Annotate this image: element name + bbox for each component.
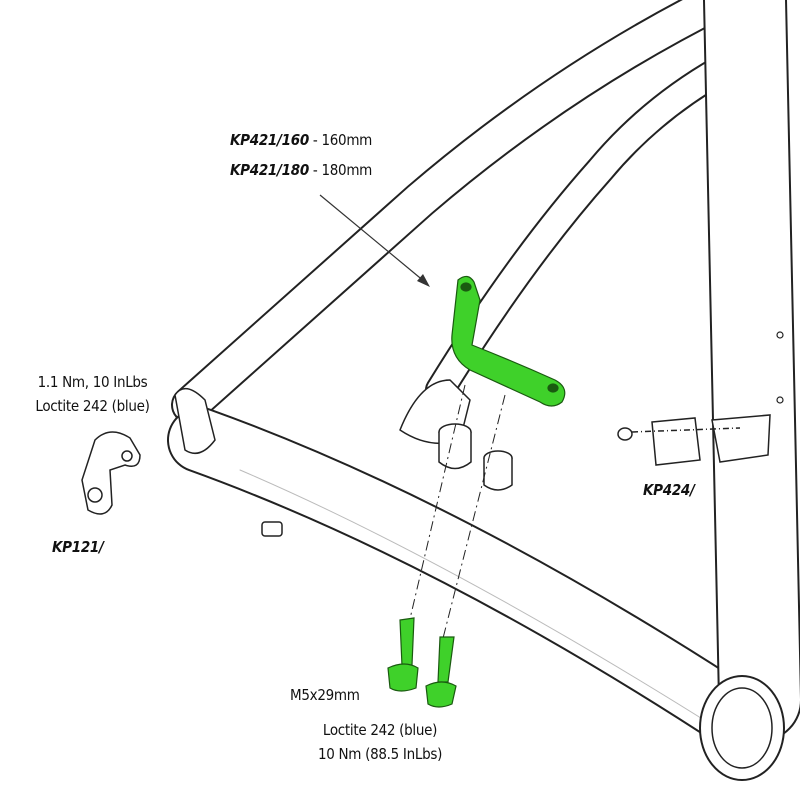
part-code-180: KP421/180 [230,161,309,179]
bolt-hole [776,396,784,404]
rear-dropout [174,387,216,455]
seat-stay-lower [425,55,735,405]
cover-parts [617,414,771,466]
derailleur-hanger [81,431,141,515]
bolt-torque: 10 Nm (88.5 InLbs) [317,745,443,763]
callout-arrow [319,194,430,287]
seat-tube [703,0,800,742]
bolt-size: M5x29mm [290,686,360,704]
part-code-160: KP421/160 [230,131,309,149]
hanger-part-code: KP121/ [52,538,104,556]
size-180: - 180mm [308,161,373,179]
chainstay [167,407,773,753]
assembly-axes [404,384,506,651]
brake-mount-bosses [399,379,513,491]
hanger-hole [121,450,133,462]
brake-adapter-bracket [451,275,566,407]
bottom-bracket-shell [699,675,785,781]
cable-guide [261,521,283,537]
size-160: - 160mm [308,131,373,149]
hanger-torque: 1.1 Nm, 10 InLbs [37,373,148,391]
bolt-loctite: Loctite 242 (blue) [322,721,438,739]
hanger-hole [87,487,103,503]
bracket-callout-line-1: KP421/160 - 160mm [230,130,372,150]
cover-part-code: KP424/ [643,481,695,499]
mounting-bolts [387,617,457,708]
seat-stay-upper [171,0,739,424]
bracket-callout-line-2: KP421/180 - 180mm [230,160,372,180]
bolt-hole [776,331,784,339]
hanger-loctite: Loctite 242 (blue) [35,397,150,415]
